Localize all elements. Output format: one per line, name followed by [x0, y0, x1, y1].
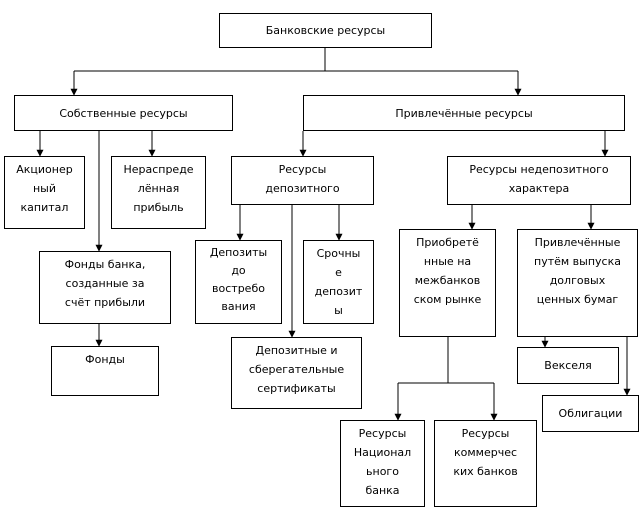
node-share-capital: Акционер ный капитал: [4, 156, 85, 229]
node-own-resources: Собственные ресурсы: [14, 95, 233, 131]
node-debt-securities: Привлечённые путём выпуска долговых ценн…: [517, 229, 638, 337]
node-retained-profit: Нераспреде лённая прибыль: [111, 156, 206, 229]
node-interbank-market: Приобретё нные на межбанков ском рынке: [399, 229, 496, 337]
node-bills: Векселя: [517, 347, 619, 384]
node-certificates: Депозитные и сберегательные сертификаты: [231, 337, 362, 409]
node-demand-deposits: Депозиты до востребо вания: [195, 240, 282, 324]
node-attracted-resources: Привлечённые ресурсы: [303, 95, 625, 131]
node-bank-resources: Банковские ресурсы: [219, 13, 432, 48]
node-funds: Фонды: [51, 346, 159, 396]
node-commercial-bank-resources: Ресурсы коммерчес ких банков: [434, 420, 537, 507]
node-national-bank-resources: Ресурсы Национал ьного банка: [340, 420, 425, 507]
node-bank-funds: Фонды банка, созданные за счёт прибыли: [39, 251, 171, 324]
node-nondeposit-resources: Ресурсы недепозитного характера: [447, 156, 631, 205]
node-bonds: Облигации: [542, 395, 639, 432]
node-term-deposits: Срочны е депозит ы: [303, 240, 374, 324]
node-deposit-resources: Ресурсы депозитного: [231, 156, 374, 205]
